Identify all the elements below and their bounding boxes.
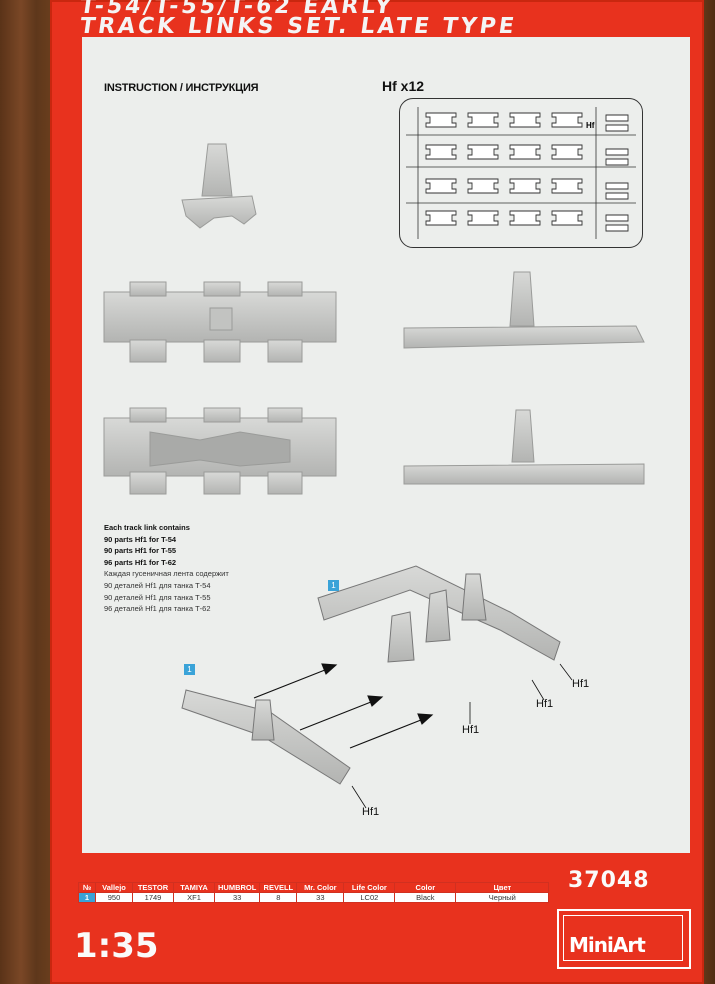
sprue-side-part bbox=[605, 214, 629, 232]
sprue-track-link bbox=[551, 210, 583, 226]
sprue-track-link bbox=[509, 178, 541, 194]
track-link-side-view-2 bbox=[403, 409, 645, 485]
sprue-track-link bbox=[467, 178, 499, 194]
sprue-side-part bbox=[605, 148, 629, 166]
sprue-parts-drawing bbox=[406, 107, 636, 239]
paint-cell: 33 bbox=[296, 892, 345, 903]
track-link-top-view bbox=[103, 281, 337, 363]
instruction-heading: INSTRUCTION / ИНСТРУКЦИЯ bbox=[104, 82, 259, 94]
sprue-label: Hf x12 bbox=[382, 78, 425, 94]
paint-cell: 1749 bbox=[132, 892, 174, 903]
paint-header-cell: Цвет bbox=[455, 882, 550, 893]
sprue-track-link bbox=[425, 210, 457, 226]
paint-header-cell: Vallejo bbox=[95, 882, 133, 893]
sprue-track-link bbox=[509, 112, 541, 128]
sprue-track-link bbox=[467, 112, 499, 128]
paint-cell: 1 bbox=[78, 892, 96, 903]
part-label-hf1-b: Hf1 bbox=[536, 698, 554, 710]
part-label-hf1-d: Hf1 bbox=[362, 806, 380, 818]
sprue-track-link bbox=[509, 210, 541, 226]
paint-header-cell: Mr. Color bbox=[296, 882, 345, 893]
sprue-side-part bbox=[605, 114, 629, 132]
product-code: 37048 bbox=[568, 868, 650, 893]
single-link-view bbox=[181, 143, 257, 229]
paint-cell: Black bbox=[394, 892, 457, 903]
paint-header-cell: № bbox=[78, 882, 96, 893]
paint-header-cell: TAMIYA bbox=[173, 882, 215, 893]
sprue-track-link bbox=[425, 112, 457, 128]
part-label-hf1-a: Hf1 bbox=[572, 678, 590, 690]
scale-label: 1:35 bbox=[74, 926, 159, 966]
sprue-track-link bbox=[551, 144, 583, 160]
miniart-logo: MiniArt bbox=[557, 909, 691, 969]
sprue-track-link bbox=[467, 144, 499, 160]
sprue-frame: Hf bbox=[399, 98, 643, 248]
note-ru-1: 90 деталей Hf1 для танка Т-54 bbox=[104, 580, 211, 590]
note-ru-3: 96 деталей Hf1 для танка Т-62 bbox=[104, 604, 211, 614]
paint-table-row: 1 950 1749 XF1 33 8 33 LC02 Black Черный bbox=[78, 892, 550, 903]
paint-header-cell: REVELL bbox=[259, 882, 298, 893]
step-marker-top: 1 bbox=[328, 580, 339, 591]
sprue-tag: Hf bbox=[586, 121, 595, 130]
paint-cell: 950 bbox=[95, 892, 133, 903]
note-en-0: Each track link contains bbox=[104, 523, 190, 532]
paint-cell: 33 bbox=[213, 892, 261, 903]
sprue-track-link bbox=[425, 178, 457, 194]
track-link-bottom-view bbox=[103, 407, 337, 495]
assembly-arrows bbox=[253, 663, 434, 749]
sprue-track-link bbox=[509, 144, 541, 160]
step-marker-left: 1 bbox=[184, 664, 195, 675]
paint-header-cell: HUMBROL bbox=[213, 882, 261, 893]
note-en-1: 90 parts Hf1 for T-54 bbox=[104, 534, 177, 544]
note-ru-0: Каждая гусеничная лента содержит bbox=[104, 569, 229, 579]
note-en-2: 90 parts Hf1 for T-55 bbox=[104, 546, 177, 556]
paint-cell: Черный bbox=[455, 892, 550, 903]
note-ru-2: 90 деталей Hf1 для танка Т-55 bbox=[104, 592, 211, 602]
parts-count-notes: Each track link contains 90 parts Hf1 fo… bbox=[104, 522, 229, 615]
paint-header-cell: Color bbox=[394, 882, 457, 893]
part-label-hf1-c: Hf1 bbox=[462, 724, 480, 736]
note-en-3: 96 parts Hf1 for T-62 bbox=[104, 557, 177, 567]
sprue-track-link bbox=[467, 210, 499, 226]
paint-cell: 8 bbox=[259, 892, 298, 903]
paint-header-cell: TESTOR bbox=[132, 882, 174, 893]
sprue-side-part bbox=[605, 182, 629, 200]
sprue-track-link bbox=[425, 144, 457, 160]
sprue-track-link bbox=[551, 112, 583, 128]
logo-frame bbox=[563, 915, 683, 961]
logo-text: MiniArt bbox=[569, 933, 646, 957]
sprue-track-link bbox=[551, 178, 583, 194]
leader-lines bbox=[351, 663, 573, 809]
paint-cell: LC02 bbox=[343, 892, 396, 903]
assembly-track-run bbox=[181, 565, 561, 785]
paint-header-cell: Life Color bbox=[343, 882, 396, 893]
paint-table-header: № Vallejo TESTOR TAMIYA HUMBROL REVELL M… bbox=[78, 882, 550, 893]
paint-table: № Vallejo TESTOR TAMIYA HUMBROL REVELL M… bbox=[78, 882, 550, 903]
paint-cell: XF1 bbox=[173, 892, 215, 903]
track-link-side-view-1 bbox=[403, 271, 645, 349]
